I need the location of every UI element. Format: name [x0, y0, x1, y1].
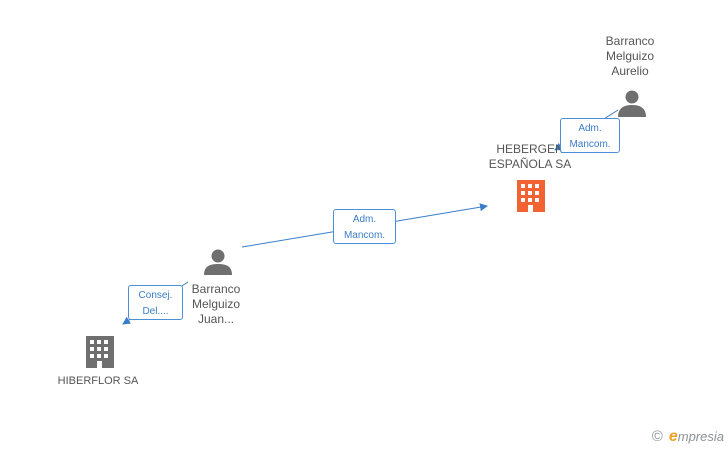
node-label-hiberflor[interactable]: HIBERFLOR SA: [57, 375, 139, 387]
relation-role-type: Mancom.: [343, 230, 386, 241]
relation-label[interactable]: Adm. Mancom.: [333, 209, 396, 244]
relation-role: Adm.: [352, 214, 377, 225]
node-label-hebergen-espanola[interactable]: HEBERGEN ESPAÑOLA SA: [488, 142, 572, 171]
relation-role-type: Mancom.: [569, 139, 611, 150]
brand-initial: e: [668, 428, 678, 445]
node-label-barranco-melguizo-aurelio[interactable]: Barranco Melguizo Aurelio: [605, 34, 655, 78]
relation-label[interactable]: Consej. Del....: [128, 285, 183, 320]
relation-role: Adm.: [578, 123, 602, 134]
person-icon[interactable]: [618, 90, 646, 118]
person-icon[interactable]: [204, 249, 232, 276]
building-icon[interactable]: [517, 180, 545, 212]
brand-logo: © empresia: [652, 428, 724, 446]
copyright-symbol: ©: [651, 428, 663, 445]
node-label-barranco-melguizo-juan[interactable]: Barranco Melguizo Juan...: [191, 282, 241, 326]
relation-label[interactable]: Adm. Mancom.: [560, 118, 620, 153]
building-icon[interactable]: [86, 336, 114, 368]
relation-role-type: Del....: [142, 306, 169, 317]
relation-role: Consej.: [138, 290, 173, 301]
brand-name: mpresia: [677, 429, 724, 444]
